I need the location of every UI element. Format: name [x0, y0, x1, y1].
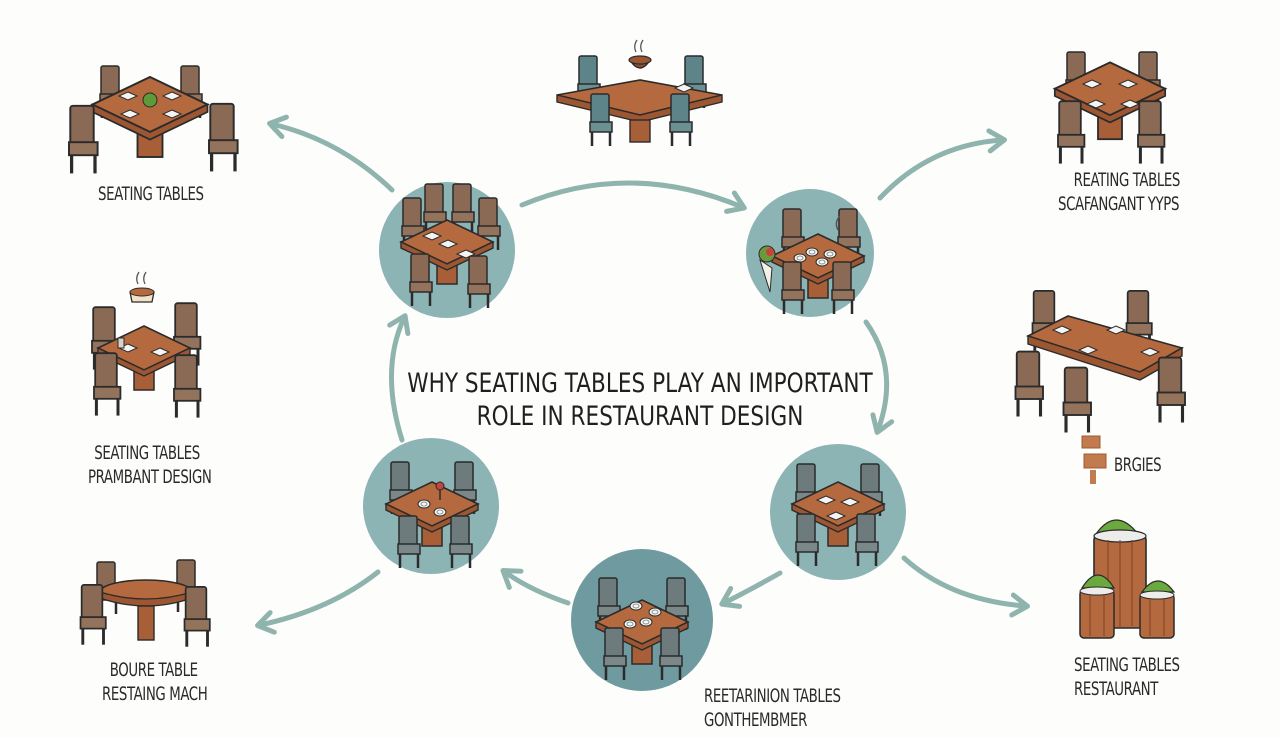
cycle-node-bottom: [571, 549, 713, 691]
illustration-middle-right: [1013, 289, 1187, 484]
label-line: SEATING TABLES: [94, 442, 200, 464]
cycle-node-bottom-right: [770, 444, 906, 580]
label-top-left: SEATING TABLES: [98, 182, 204, 206]
label-line: BOURE TABLE: [109, 659, 198, 681]
label-bottom-left: BOURE TABLE RESTAING MACH: [102, 658, 208, 706]
outward-arrows: [255, 114, 1030, 635]
label-bottom-right: SEATING TABLES RESTAURANT: [1074, 653, 1180, 701]
illustration-top-center: [556, 39, 723, 148]
diagram-title: WHY SEATING TABLES PLAY AN IMPORTANT ROL…: [400, 367, 880, 433]
label-middle-right: BRGIES: [1114, 453, 1162, 477]
label-line: SEATING TABLES: [1074, 654, 1180, 676]
label-line: GONTHEMBMER: [704, 709, 807, 731]
illustration-top-right: [1053, 50, 1167, 166]
label-line: REATING TABLES: [1073, 169, 1181, 191]
label-line: SEATING TABLES: [98, 183, 204, 205]
illustration-bottom-left: [79, 558, 212, 649]
illustration-bottom-right: [1079, 519, 1176, 639]
title-line-1: WHY SEATING TABLES PLAY AN IMPORTANT: [407, 368, 873, 399]
cycle-arrows: [387, 180, 895, 609]
illustration-middle-left: [90, 271, 202, 420]
label-line: REETARINION TABLES: [704, 685, 841, 707]
label-line: RESTAING MACH: [102, 683, 208, 705]
cycle-node-bottom-left: [363, 438, 499, 574]
label-line: RESTAURANT: [1074, 678, 1159, 700]
label-line: SCAFANGANT YYPS: [1058, 193, 1180, 215]
title-line-2: ROLE IN RESTAURANT DESIGN: [476, 401, 804, 432]
label-line: PRAMBANT DESIGN: [88, 466, 212, 488]
cycle-node-top-right: [746, 189, 874, 317]
label-top-right: REATING TABLES SCAFANGANT YYPS: [1058, 168, 1180, 216]
label-bottom-center: REETARINION TABLES GONTHEMBMER: [704, 684, 841, 732]
label-line: BRGIES: [1114, 454, 1162, 476]
cycle-node-top-left: [379, 182, 515, 318]
illustration-top-left: [67, 64, 240, 176]
label-middle-left: SEATING TABLES PRAMBANT DESIGN: [88, 441, 212, 489]
